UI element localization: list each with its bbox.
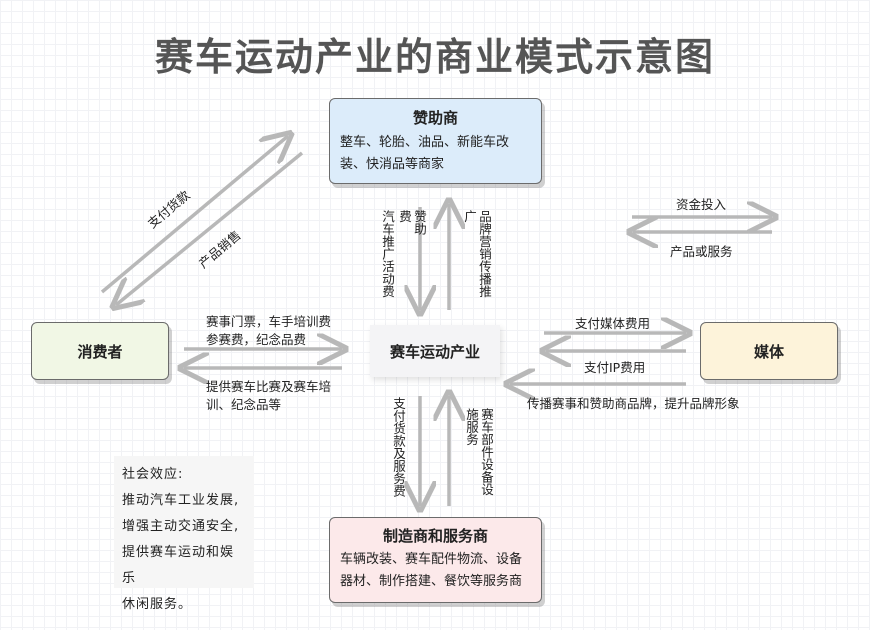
label-sponsor-fee: 赞助费 [397, 210, 427, 235]
sponsor-desc: 整车、轮胎、油品、新能车改装、快消品等商家 [340, 135, 510, 172]
social-line: 推动汽车工业发展, [122, 493, 240, 508]
social-line: 增强主动交通安全, [122, 519, 240, 534]
social-effects-note: 社会效应: 推动汽车工业发展, 增强主动交通安全, 提供赛车运动和娱乐 休闲服务… [114, 456, 254, 612]
social-line: 提供赛车运动和娱乐 [122, 545, 235, 586]
label-manu-to-center: 赛车部件设备设施服务 [464, 408, 494, 496]
label-media-brand: 传播赛事和赞助商品牌，提升品牌形象 [527, 396, 740, 411]
arrow-consumer-to-sponsor [100, 136, 288, 294]
label-consumer-to-center: 赛事门票，车手培训费参赛费，纪念品费 [206, 314, 332, 347]
sponsor-box: 赞助商 整车、轮胎、油品、新能车改装、快消品等商家 [329, 98, 542, 184]
arrow-sponsor-to-consumer [116, 151, 304, 305]
legend-products-label: 产品或服务 [670, 244, 733, 259]
center-node: 赛车运动产业 [370, 325, 500, 377]
media-label: 媒体 [753, 342, 784, 361]
label-media-ip-fee: 支付IP费用 [584, 360, 646, 375]
label-promo-fee: 汽车推广活动费 [380, 210, 395, 298]
label-center-to-consumer: 提供赛车比赛及赛车培训、纪念品等 [206, 379, 332, 412]
label-center-to-manu: 支付货款及服务费 [391, 397, 406, 497]
page-title: 赛车运动产业的商业模式示意图 [154, 35, 715, 79]
manufacturer-label: 制造商和服务商 [382, 527, 488, 545]
consumer-label: 消费者 [77, 342, 123, 361]
media-box: 媒体 [700, 322, 838, 380]
manufacturer-box: 制造商和服务商 车辆改装、赛车配件物流、设备器材、制作搭建、餐饮等服务商 [329, 517, 542, 603]
label-brand-marketing: 品牌营销传播推广 [462, 210, 492, 298]
center-label: 赛车运动产业 [389, 342, 480, 361]
consumer-box: 消费者 [31, 322, 169, 380]
label-center-to-media: 支付媒体费用 [575, 316, 651, 331]
sponsor-label: 赞助商 [412, 109, 458, 127]
legend-funds-label: 资金投入 [676, 197, 727, 212]
social-line: 休闲服务。 [122, 597, 193, 612]
manufacturer-desc: 车辆改装、赛车配件物流、设备器材、制作搭建、餐饮等服务商 [340, 552, 523, 589]
social-heading: 社会效应: [122, 467, 184, 482]
